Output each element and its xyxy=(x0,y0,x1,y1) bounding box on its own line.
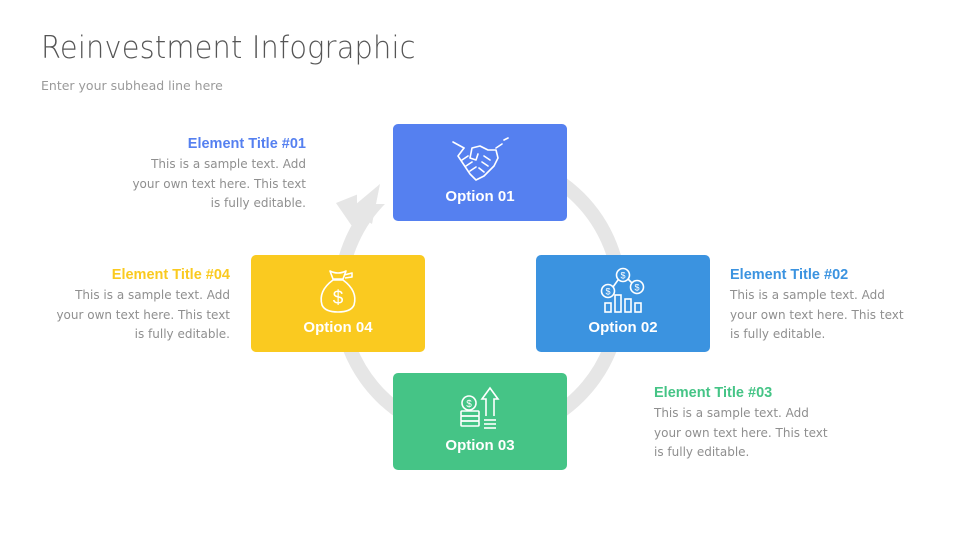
element-03-line-3: is fully editable. xyxy=(654,445,750,459)
element-02-title: Element Title #02 xyxy=(730,267,849,283)
svg-text:$: $ xyxy=(634,283,639,293)
element-01-text-block: Element Title #01 This is a sample text.… xyxy=(106,136,306,214)
svg-text:$: $ xyxy=(605,287,610,297)
element-03-line-1: This is a sample text. Add xyxy=(654,406,809,420)
handshake-icon xyxy=(393,136,567,184)
element-01-title: Element Title #01 xyxy=(187,136,306,152)
element-03-body: This is a sample text. Add your own text… xyxy=(654,404,854,463)
element-01-body: This is a sample text. Add your own text… xyxy=(106,155,306,214)
money-growth-chart-icon: $ $ $ xyxy=(536,267,710,315)
page-subtitle: Enter your subhead line here xyxy=(41,78,223,93)
option-03-label: Option 03 xyxy=(445,437,515,454)
element-04-line-2: your own text here. This text xyxy=(56,307,230,322)
element-04-line-3: is fully editable. xyxy=(134,327,230,341)
option-03-box[interactable]: $ Option 03 xyxy=(393,373,567,470)
svg-text:$: $ xyxy=(466,399,472,410)
svg-text:$: $ xyxy=(620,271,625,281)
option-04-label: Option 04 xyxy=(303,319,373,336)
element-04-text-block: Element Title #04 This is a sample text.… xyxy=(30,267,230,345)
element-04-title: Element Title #04 xyxy=(111,267,230,283)
element-01-line-2: your own text here. This text xyxy=(132,176,306,191)
option-02-label: Option 02 xyxy=(588,319,658,336)
element-01-line-3: is fully editable. xyxy=(210,196,306,210)
element-04-body: This is a sample text. Add your own text… xyxy=(30,286,230,345)
option-01-label: Option 01 xyxy=(445,188,515,205)
coins-up-arrow-icon: $ xyxy=(393,385,567,433)
page-title: Reinvestment Infographic xyxy=(41,30,416,66)
element-03-text-block: Element Title #03 This is a sample text.… xyxy=(654,385,854,463)
option-01-box[interactable]: Option 01 xyxy=(393,124,567,221)
svg-text:$: $ xyxy=(333,288,344,309)
element-02-line-3: is fully editable. xyxy=(730,327,826,341)
element-02-line-2: your own text here. This text xyxy=(730,307,904,322)
element-03-line-2: your own text here. This text xyxy=(654,425,828,440)
money-bag-icon: $ xyxy=(251,267,425,315)
element-03-title: Element Title #03 xyxy=(654,385,773,401)
element-02-text-block: Element Title #02 This is a sample text.… xyxy=(730,267,930,345)
option-02-box[interactable]: $ $ $ Option 02 xyxy=(536,255,710,352)
element-04-line-1: This is a sample text. Add xyxy=(75,288,230,302)
option-04-box[interactable]: $ Option 04 xyxy=(251,255,425,352)
element-02-body: This is a sample text. Add your own text… xyxy=(730,286,930,345)
element-02-line-1: This is a sample text. Add xyxy=(730,288,885,302)
element-01-line-1: This is a sample text. Add xyxy=(151,157,306,171)
